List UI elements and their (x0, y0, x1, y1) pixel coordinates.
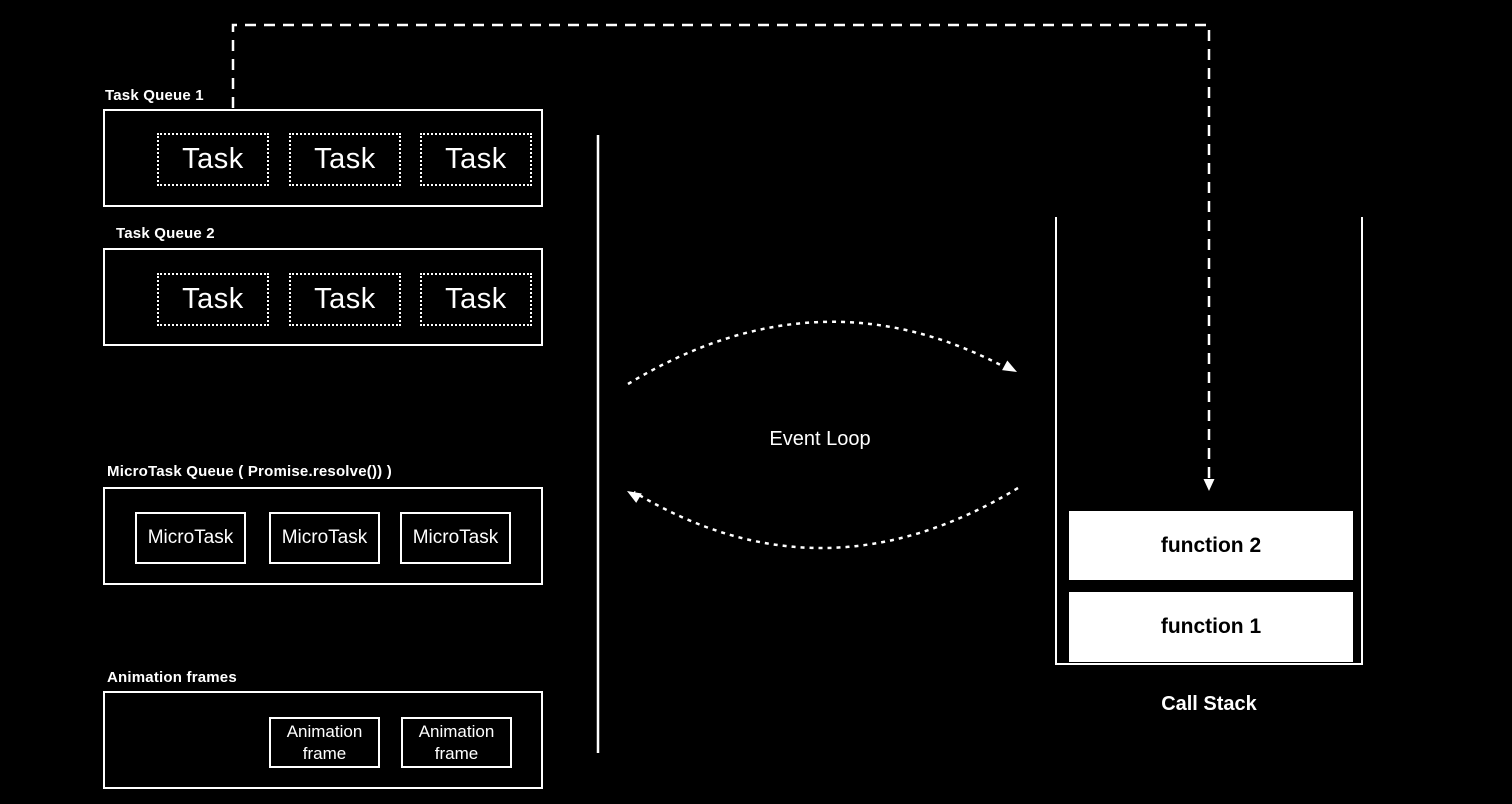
animation-frames-box: Animation frame Animation frame (103, 691, 543, 789)
microtask-queue-label: MicroTask Queue ( Promise.resolve()) ) (107, 463, 392, 480)
task-item: Task (289, 133, 401, 186)
animation-frame-item: Animation frame (401, 717, 512, 768)
call-stack-container: function 2 function 1 (1055, 217, 1363, 665)
animation-frames-label: Animation frames (107, 669, 237, 686)
task-queue-2-box: Task Task Task (103, 248, 543, 346)
event-loop-top-arc (627, 320, 1011, 386)
microtask-item: MicroTask (135, 512, 246, 564)
event-loop-label: Event Loop (769, 428, 871, 450)
microtask-queue-box: MicroTask MicroTask MicroTask (103, 487, 543, 585)
task-queue-1-label: Task Queue 1 (105, 87, 204, 104)
event-loop-bottom-arc (633, 486, 1019, 550)
microtask-item: MicroTask (400, 512, 511, 564)
stack-frame-function-2: function 2 (1069, 511, 1353, 580)
task-item: Task (157, 273, 269, 326)
left-arrowhead-icon (627, 491, 642, 503)
animation-frame-item: Animation frame (269, 717, 380, 768)
task-item: Task (420, 273, 532, 326)
task-item: Task (157, 133, 269, 186)
task-queue-1-box: Task Task Task (103, 109, 543, 207)
task-queue-2-label: Task Queue 2 (116, 225, 215, 242)
stack-frame-function-1: function 1 (1069, 592, 1353, 662)
right-arrowhead-icon (1002, 360, 1017, 372)
microtask-item: MicroTask (269, 512, 380, 564)
call-stack-label: Call Stack (1161, 693, 1257, 715)
task-item: Task (420, 133, 532, 186)
task-item: Task (289, 273, 401, 326)
